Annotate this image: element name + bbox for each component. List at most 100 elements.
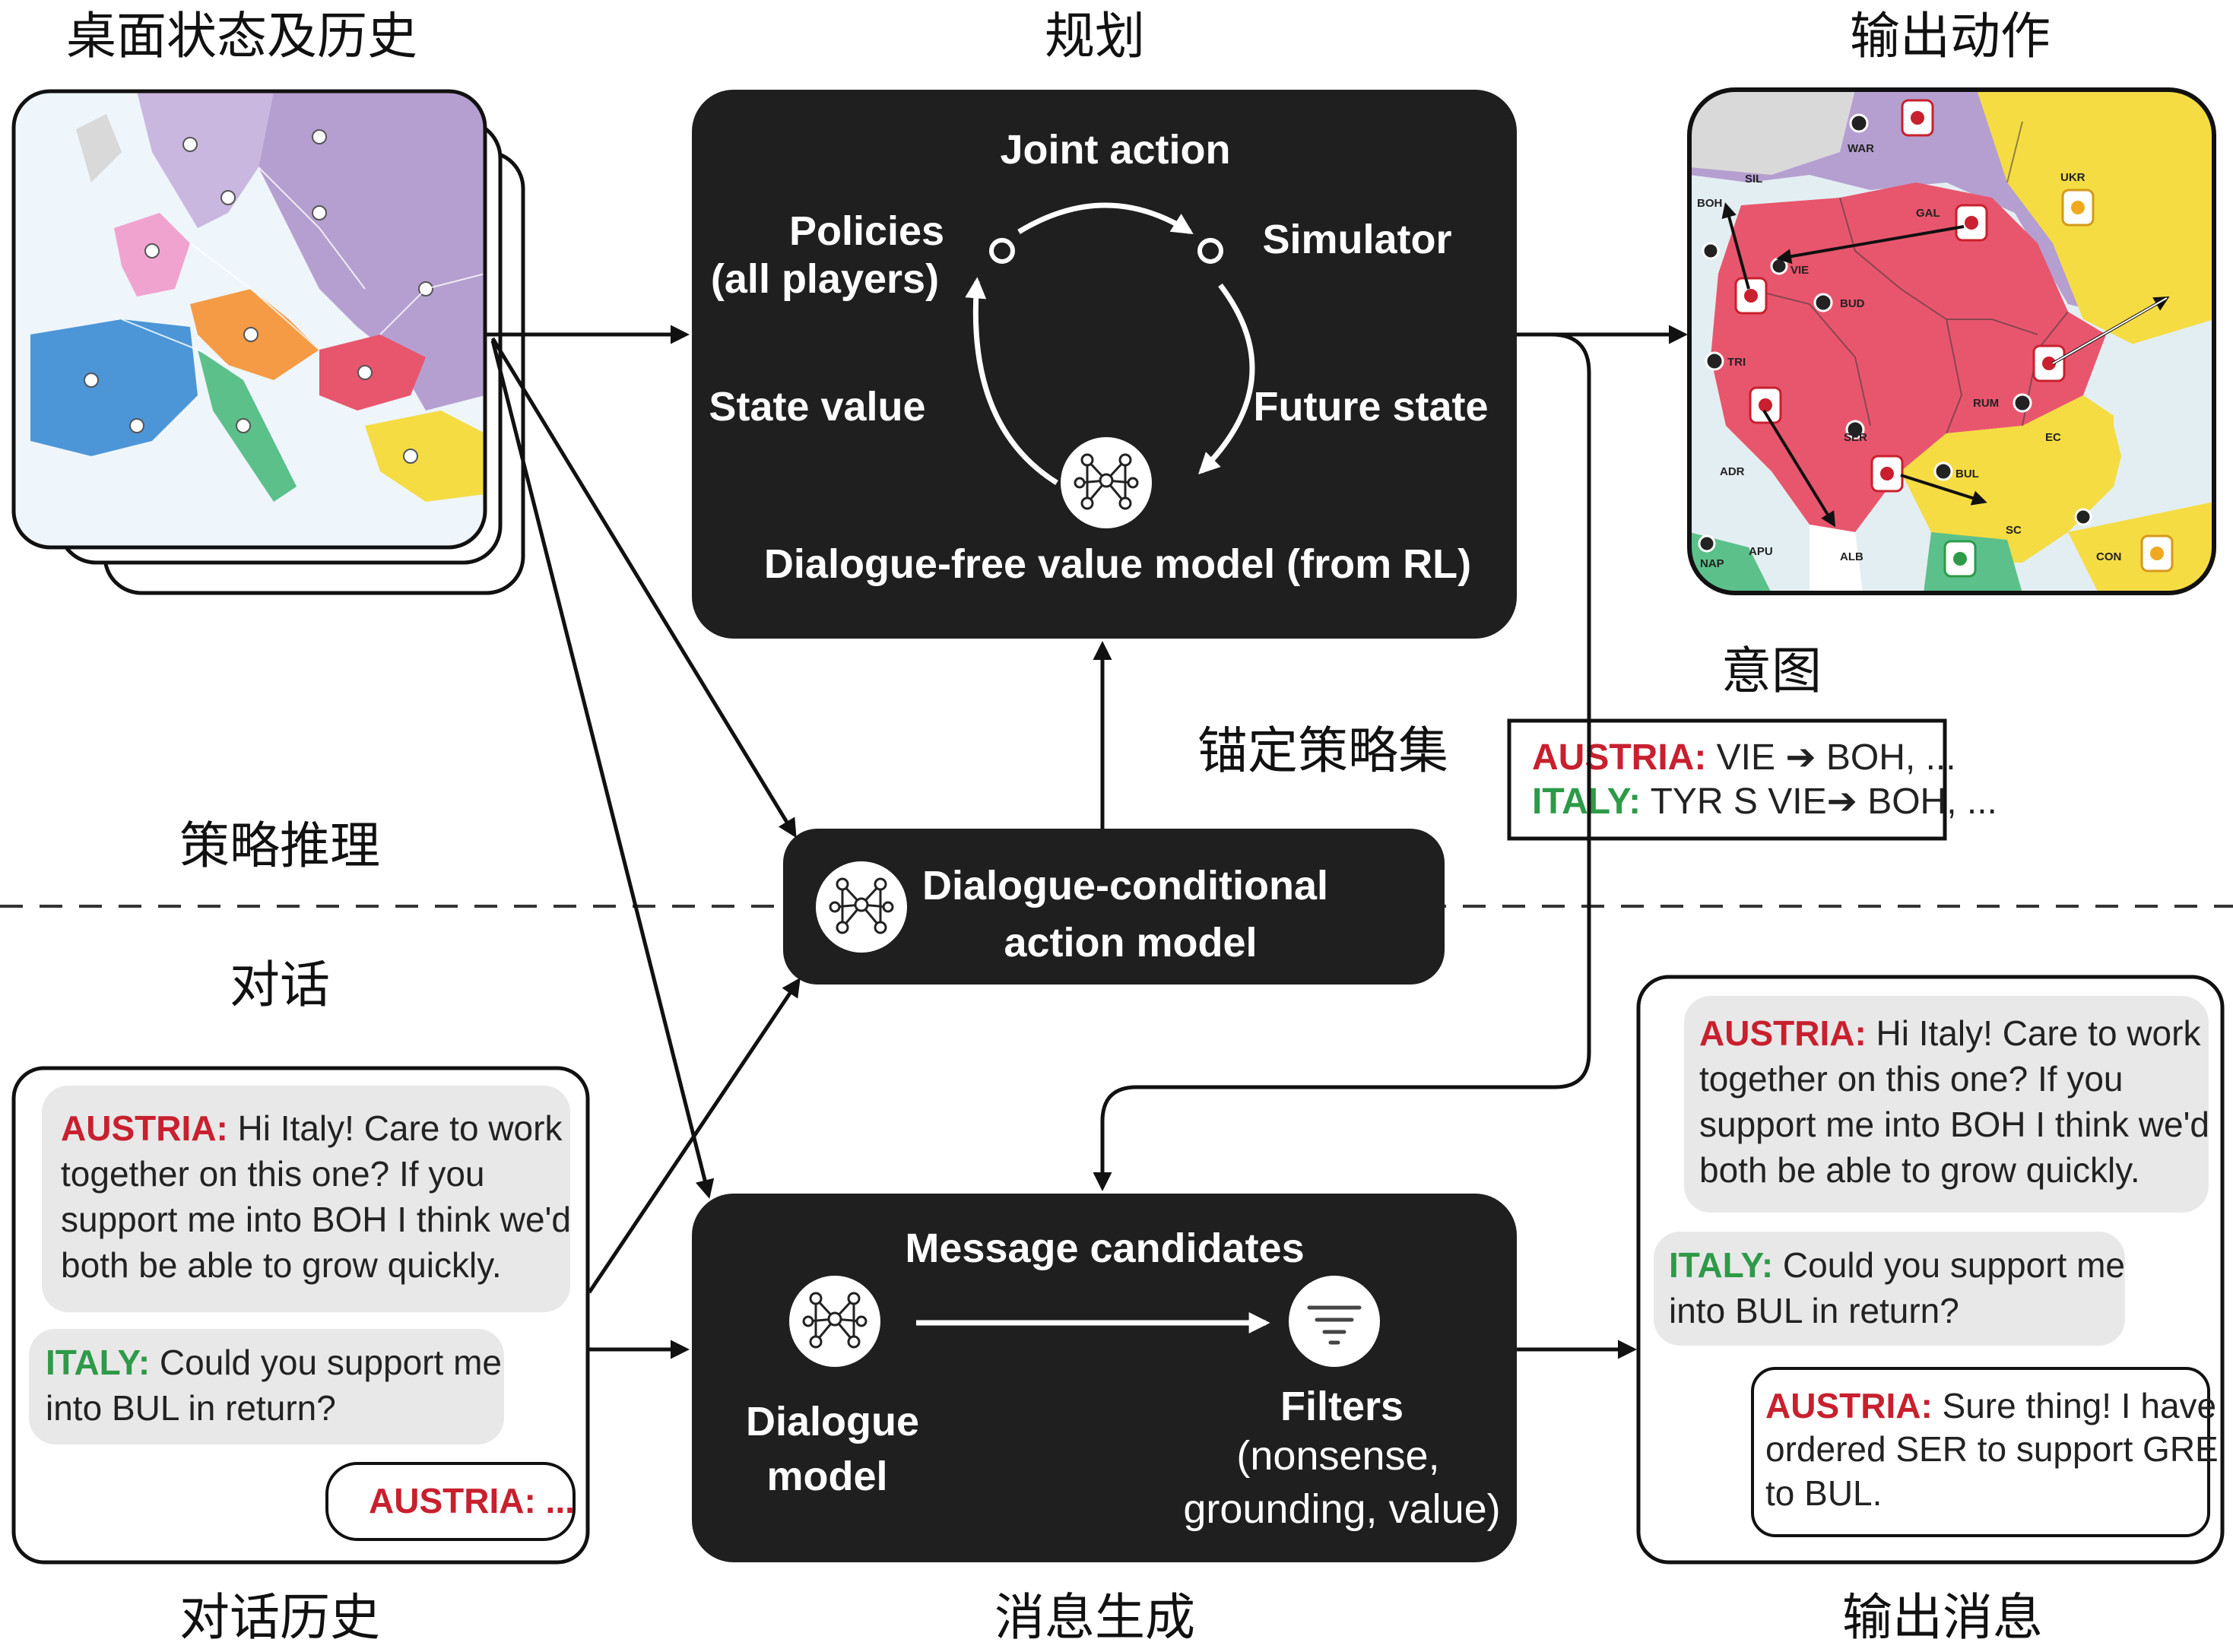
dialogue-model-text: Dialogue (746, 1399, 919, 1444)
history-italy-line2: into BUL in return? (46, 1388, 336, 1428)
message-candidates-text: Message candidates (905, 1226, 1304, 1271)
filters-subtext-2: grounding, value) (1183, 1486, 1500, 1532)
intent-italy-name: ITALY: (1532, 782, 1641, 822)
history-italy-line1: ITALY: Could you support me (46, 1343, 502, 1382)
action-model-panel (783, 829, 1445, 985)
arrow-board-to-action-model (490, 337, 797, 839)
history-austria-bubble (42, 1086, 570, 1312)
cycle-arrow-left (965, 277, 1058, 485)
intent-austria-text: VIE ➔ BOH, ... (1706, 737, 1955, 778)
output-austria-line3: support me into BOH I think we'd (1699, 1105, 2209, 1144)
map-label-bul: BUL (1955, 468, 1979, 480)
history-austria-text1: Hi Italy! Care to work (228, 1108, 563, 1148)
map-label-ec: EC (2045, 431, 2061, 444)
history-austria-line4: both be able to grow quickly. (61, 1245, 502, 1285)
output-action-label: 输出动作 (1850, 7, 2051, 65)
planning-box: Joint action Policies (all players) Simu… (692, 90, 1517, 639)
cycle-arrow-top (1017, 202, 1194, 235)
action-model-line1: Dialogue-conditional (922, 863, 1328, 908)
map-label-ser: SER (1844, 431, 1867, 444)
output-austria-name: AUSTRIA: (1699, 1013, 1867, 1053)
output-reply-line2: ordered SER to support GRE (1765, 1429, 2219, 1469)
dialogue-history-chat: AUSTRIA: Hi Italy! Care to work together… (11, 1066, 590, 1565)
action-model-neural-icon (816, 861, 907, 953)
board-card-front (11, 89, 487, 550)
map-label-tri: TRI (1727, 356, 1746, 369)
history-pending-text: AUSTRIA: ... (369, 1481, 575, 1520)
output-austria-line1: AUSTRIA: Hi Italy! Care to work (1699, 1013, 2201, 1053)
policies-text: Policies (789, 208, 944, 254)
output-message-chat: AUSTRIA: Hi Italy! Care to work together… (1636, 975, 2225, 1565)
history-austria-line1: AUSTRIA: Hi Italy! Care to work (61, 1108, 563, 1148)
filter-icon (1289, 1276, 1380, 1367)
arrow-intent-to-message-gen (1093, 332, 1591, 1191)
map-label-war: WAR (1848, 142, 1874, 155)
output-austria-line2: together on this one? If you (1699, 1059, 2124, 1099)
map-label-adr: ADR (1720, 465, 1745, 478)
joint-action-text: Joint action (1000, 127, 1230, 173)
arrow-board-to-message-gen (490, 340, 715, 1199)
output-italy-text1: Could you support me (1773, 1245, 2125, 1285)
cycle-arrow-right (1198, 283, 1255, 474)
filters-subtext-1: (nonsense, (1236, 1433, 1439, 1479)
history-austria-line3: support me into BOH I think we'd (61, 1200, 571, 1239)
map-label-nap: NAP (1700, 557, 1724, 570)
output-austria-line4: both be able to grow quickly. (1699, 1150, 2140, 1190)
history-austria-name: AUSTRIA: (61, 1108, 228, 1148)
action-model-line2: action model (1004, 920, 1257, 966)
dialogue-label: 对话 (230, 956, 330, 1014)
policies-node (989, 238, 1015, 264)
map-label-apu: APU (1749, 545, 1773, 558)
output-italy-bubble (1654, 1232, 2125, 1346)
output-reply-name: AUSTRIA: (1765, 1386, 1933, 1425)
strategy-reasoning-label: 策略推理 (179, 816, 380, 875)
board-state-label: 桌面状态及历史 (66, 7, 417, 65)
dialogue-model-neural-icon (789, 1276, 880, 1367)
filters-text: Filters (1280, 1384, 1404, 1429)
state-value-text: State value (709, 384, 925, 430)
map-label-boh: BOH (1697, 197, 1722, 210)
output-italy-line1: ITALY: Could you support me (1669, 1245, 2125, 1285)
history-austria-line2: together on this one? If you (61, 1154, 485, 1194)
map-label-vie: VIE (1791, 264, 1809, 277)
map-label-alb: ALB (1840, 550, 1863, 563)
arrow-history-to-action-model (587, 977, 801, 1294)
future-state-text: Future state (1253, 384, 1488, 430)
map-label-sil: SIL (1745, 173, 1762, 185)
policies-subtext: (all players) (711, 256, 939, 302)
output-action-map: SIL WAR UKR BOH GAL VIE BUD TRI RUM SER … (1687, 87, 2216, 595)
planning-panel (692, 90, 1517, 639)
connectors (485, 325, 1688, 1359)
output-austria-text1: Hi Italy! Care to work (1867, 1013, 2202, 1053)
action-model-box: Dialogue-conditional action model (783, 829, 1445, 985)
output-italy-name: ITALY: (1669, 1245, 1773, 1285)
intent-austria-name: AUSTRIA: (1532, 737, 1706, 778)
history-italy-text1: Could you support me (150, 1343, 502, 1382)
anchor-policy-label: 锚定策略集 (1197, 721, 1448, 780)
history-italy-bubble (29, 1329, 504, 1444)
intent-box: AUSTRIA: VIE ➔ BOH, ... ITALY: TYR S VIE… (1507, 718, 1997, 841)
dialogue-history-label: 对话历史 (179, 1588, 380, 1647)
message-generation-label: 消息生成 (994, 1588, 1195, 1647)
map-label-gal: GAL (1916, 207, 1940, 220)
intent-austria-line: AUSTRIA: VIE ➔ BOH, ... (1532, 737, 1956, 778)
message-generation-box: Message candidates Dialogue (692, 1194, 1517, 1562)
output-reply-line1: AUSTRIA: Sure thing! I have (1765, 1386, 2216, 1425)
intent-frame (1507, 718, 1947, 841)
value-model-neural-icon (1061, 437, 1152, 528)
map-label-sc: SC (2006, 524, 2022, 537)
simulator-text: Simulator (1262, 217, 1451, 262)
map-label-con: CON (2096, 550, 2121, 563)
output-reply-line3: to BUL. (1765, 1473, 1882, 1513)
map-label-bud: BUD (1840, 297, 1865, 310)
output-reply-text1: Sure thing! I have (1933, 1386, 2216, 1425)
output-map-frame (1687, 87, 2216, 595)
dialogue-model-subtext: model (766, 1454, 887, 1499)
planning-label: 规划 (1045, 7, 1145, 65)
europe-map (14, 91, 485, 547)
map-label-ukr: UKR (2060, 171, 2086, 184)
output-message-label: 输出消息 (1842, 1588, 2043, 1647)
value-model-text: Dialogue-free value model (from RL) (764, 541, 1471, 587)
intent-italy-line: ITALY: TYR S VIE➔ BOH, ... (1532, 782, 1997, 822)
